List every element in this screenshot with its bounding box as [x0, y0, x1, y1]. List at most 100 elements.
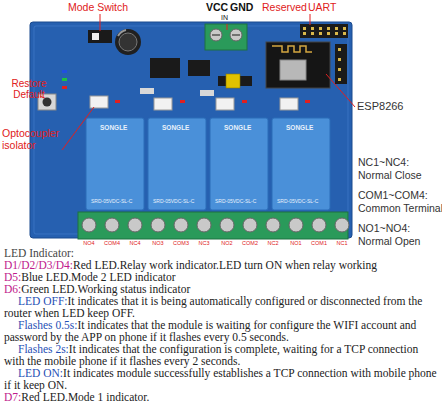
relay-terminal-block-part: [105, 218, 119, 232]
leader-lines-part: [62, 107, 94, 150]
note-text: It indicates that it is being automatica…: [4, 295, 422, 319]
note-key: LED ON:: [18, 367, 63, 379]
header-pins-part: [303, 32, 306, 35]
optocouplers-part: [115, 100, 120, 103]
ic-chips: [140, 58, 214, 96]
header-pins-part: [319, 27, 322, 30]
optocouplers-part: [280, 98, 298, 110]
capacitor-part: [115, 29, 141, 55]
pcb-part: [34, 26, 348, 234]
led-notes: LED Indicator:D1/D2/D3/D4:Red LED.Relay …: [4, 247, 440, 403]
relay-terminal-block-part: [220, 218, 234, 232]
ic-chips-part: [200, 90, 214, 96]
note-key: D5:: [4, 271, 21, 283]
relay-terminal-block-part: [78, 212, 348, 239]
terminal-label: COM2: [239, 240, 261, 246]
relays-part: [148, 118, 206, 210]
jumper-part: [226, 74, 240, 88]
relay-brand: SONGLE: [100, 124, 127, 131]
relay-terminal-block-part: [243, 218, 257, 232]
relay-terminal-block-part: [82, 218, 96, 232]
terminal-label: NO4: [78, 240, 100, 246]
note-key: D1/D2/D3/D4:: [4, 259, 73, 271]
capacitor: [115, 29, 141, 55]
esp8266-module: [266, 42, 347, 88]
note-line: D1/D2/D3/D4:Red LED.Relay work indicator…: [4, 259, 440, 271]
relay-terminal-block-part: [128, 218, 142, 232]
optocouplers-part: [62, 86, 67, 89]
esp8266-module-part: [335, 44, 347, 84]
terminal-legend: NC1~NC4:: [358, 157, 409, 169]
callout-label: Mode Switch: [68, 2, 128, 14]
note-line: Flashes 0.5s:It indicates that the modul…: [4, 319, 440, 343]
optocouplers-part: [62, 70, 67, 73]
power-terminal-part: [205, 24, 247, 50]
relay-model: SRD-05VDC-SL-C: [215, 199, 256, 205]
ic-chips-part: [150, 58, 180, 78]
terminal-legend: NO1~NO4:: [358, 223, 410, 235]
optocouplers: [62, 70, 310, 110]
relay-brand: SONGLE: [162, 124, 189, 131]
note-key: Flashes 2s:: [18, 343, 69, 355]
relay-model: SRD-05VDC-SL-C: [277, 199, 318, 205]
callout-label: ESP8266: [357, 100, 403, 112]
power-terminal: [205, 24, 247, 50]
terminal-legend: Normal Close: [358, 170, 422, 182]
esp8266-module-part: [338, 68, 341, 71]
optocouplers-part: [154, 98, 172, 110]
relay-terminal-block-part: [335, 218, 349, 232]
optocouplers-part: [90, 96, 108, 108]
mode-switch-part: [88, 30, 112, 43]
optocouplers-part: [62, 78, 67, 81]
relay-model: SRD-05VDC-SL-C: [91, 199, 132, 205]
power-terminal-part: [232, 34, 240, 36]
relays: [86, 118, 330, 210]
power-terminal-part: [212, 34, 220, 36]
relay-brand: SONGLE: [224, 124, 251, 131]
note-text: LED Indicator:: [4, 247, 74, 259]
esp8266-module-part: [338, 58, 341, 61]
pin-label: UART: [308, 2, 336, 14]
relay-terminal-block-part: [289, 218, 303, 232]
jumper: [218, 74, 252, 88]
note-line: LED OFF:It indicates that it is being au…: [4, 295, 440, 319]
capacitor-part: [119, 33, 137, 51]
relays-part: [86, 118, 144, 210]
power-terminal-part: [210, 29, 222, 41]
relays-part: [210, 118, 268, 210]
note-text: Blue LED.Mode 2 LED indicator: [21, 271, 175, 283]
esp8266-module-part: [272, 46, 312, 52]
note-line: LED ON:It indicates module successfully …: [4, 367, 440, 391]
esp8266-module-part: [338, 78, 341, 81]
relays-part: [272, 118, 330, 210]
terminal-legend: Normal Open: [358, 236, 420, 248]
leader-lines-part: [100, 14, 101, 31]
esp8266-module-part: [338, 48, 341, 51]
header-pins-part: [343, 27, 346, 30]
relay-brand: SONGLE: [286, 124, 313, 131]
optocouplers-part: [305, 100, 310, 103]
callout-label: Optocoupler isolator: [2, 128, 68, 151]
terminal-label: NC2: [262, 240, 284, 246]
ic-chips-part: [188, 60, 210, 76]
leader-lines-part: [310, 14, 311, 25]
leader-lines-part: [326, 74, 355, 107]
header-pins-part: [319, 32, 322, 35]
pcb-part: [30, 22, 352, 238]
relay-terminal-block-part: [151, 218, 165, 232]
header-pins: [300, 24, 348, 38]
mode-switch: [88, 30, 112, 43]
pin-label: VCC: [206, 2, 228, 14]
note-text: It indicates module successfully establi…: [4, 367, 437, 391]
terminal-label: NO2: [216, 240, 238, 246]
esp8266-module-part: [266, 42, 330, 88]
terminal-label: COM3: [170, 240, 192, 246]
relay-model: SRD-05VDC-SL-C: [153, 199, 194, 205]
relay-terminal-block-part: [266, 218, 280, 232]
leader-lines: [40, 14, 355, 150]
leader-lines-part: [227, 24, 228, 30]
pcb: [30, 22, 352, 238]
header-pins-part: [327, 27, 330, 30]
relay-terminal-block-part: [312, 218, 326, 232]
header-pins-part: [311, 32, 314, 35]
